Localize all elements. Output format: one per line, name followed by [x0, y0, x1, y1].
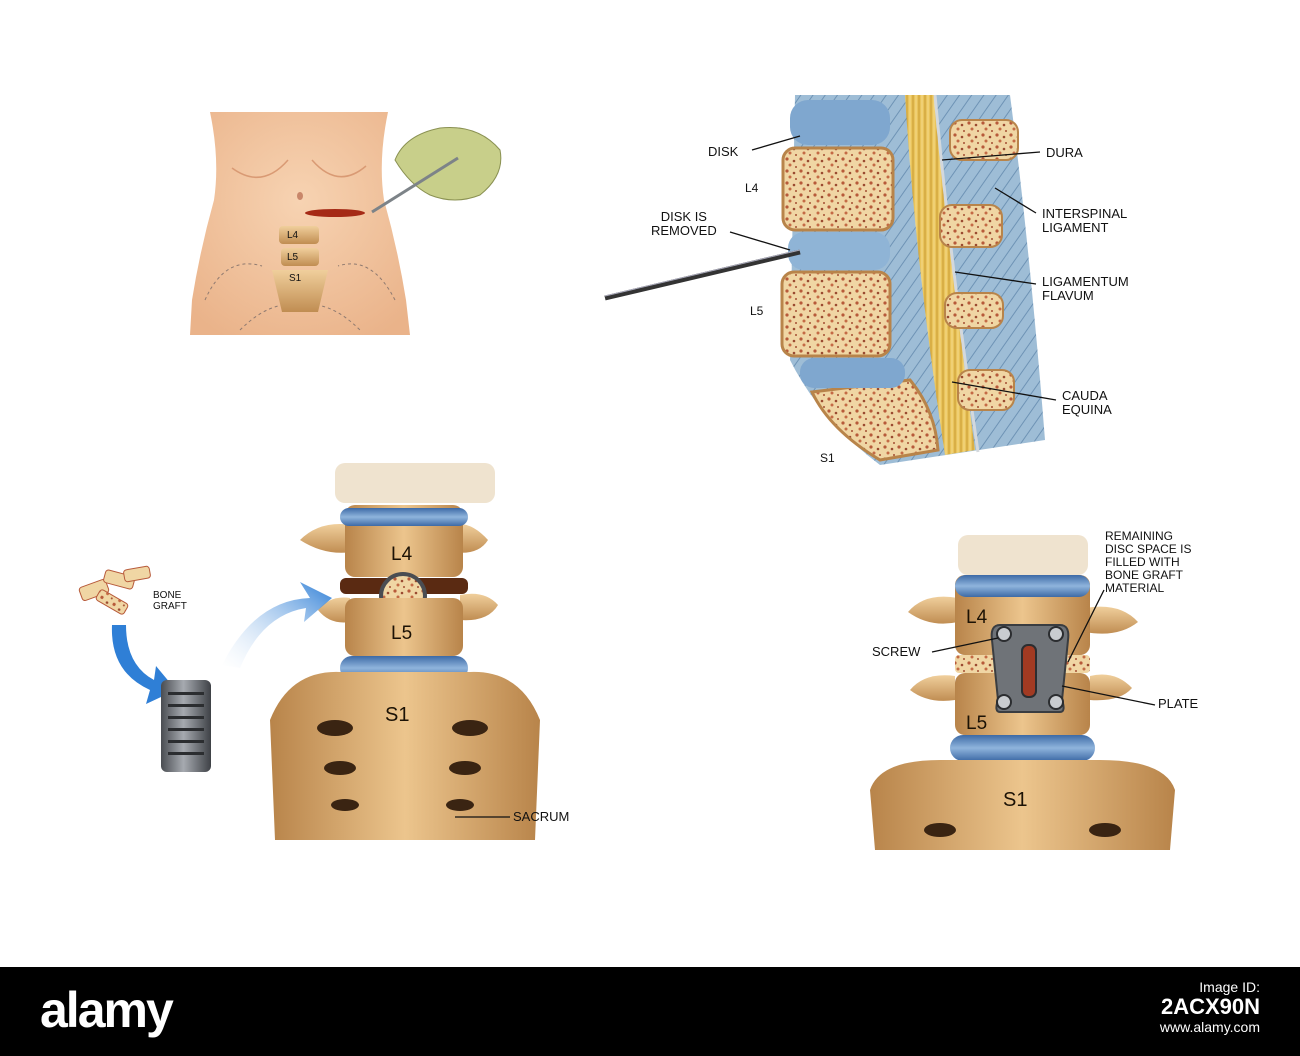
vertebra-l4-small — [279, 226, 319, 244]
lateral-label-l4: L4 — [745, 181, 759, 195]
label-dura: DURA — [1046, 145, 1083, 160]
lateral-label-l5: L5 — [750, 304, 764, 318]
plate-transverse-left-2 — [910, 675, 955, 701]
label-remaining-disc-space: REMAINING DISC SPACE IS FILLED WITH BONE… — [1105, 529, 1192, 595]
incision — [305, 209, 365, 217]
spinous-process-2 — [939, 204, 1003, 248]
cage-implant — [161, 680, 211, 772]
arrow-graft-to-cage — [111, 625, 176, 704]
lateral-label-s1: S1 — [820, 451, 835, 465]
plate-slot — [1021, 644, 1037, 698]
alamy-logo: alamy — [40, 982, 174, 1038]
sacrum-small — [272, 270, 328, 312]
navel — [297, 192, 303, 200]
lateral-disk-bottom — [800, 358, 905, 388]
graft-label-s1: S1 — [385, 704, 410, 726]
lateral-disk-top — [790, 100, 890, 145]
cage-holes — [168, 692, 204, 755]
graft-label-l4: L4 — [391, 544, 413, 565]
watermark-footer: alamy Image ID: 2ACX90N www.alamy.com — [0, 967, 1300, 1056]
panel-lateral — [604, 94, 1057, 465]
plate-screws — [996, 626, 1064, 710]
abdomen-label-s1: S1 — [289, 273, 302, 284]
label-cauda-equina: CAUDA EQUINA — [1062, 388, 1112, 417]
instrument-highlight — [604, 249, 801, 297]
label-plate: PLATE — [1158, 696, 1199, 711]
graft-transverse-process-left-2 — [318, 597, 350, 623]
label-disk: DISK — [708, 144, 739, 159]
label-sacrum: SACRUM — [513, 809, 570, 824]
spinous-process-1 — [949, 119, 1019, 161]
vertebra-l5-small — [281, 248, 319, 266]
lateral-vertebra-l4 — [781, 146, 895, 232]
spinous-process-3 — [944, 292, 1004, 329]
spinous-process-4 — [957, 369, 1015, 411]
plate-disc-upper — [955, 575, 1090, 597]
cauda-equina — [905, 95, 975, 455]
graft-transverse-process-right-2 — [460, 593, 498, 621]
image-id-block: Image ID: 2ACX90N www.alamy.com — [1160, 977, 1260, 1037]
label-interspinal-ligament: INTERSPINAL LIGAMENT — [1042, 206, 1128, 235]
plate-disc-lower — [950, 735, 1095, 761]
image-id: 2ACX90N — [1160, 994, 1260, 1019]
arrow-cage-to-spine — [222, 582, 332, 668]
plate-label-l4: L4 — [966, 607, 988, 628]
lateral-leader-lines — [729, 135, 1057, 401]
graft-label-l5: L5 — [391, 623, 413, 644]
label-screw: SCREW — [872, 644, 921, 659]
lateral-vertebra-l5 — [780, 270, 892, 358]
panel-graft — [78, 463, 540, 840]
plate-label-l5: L5 — [966, 713, 988, 734]
panel-abdomen — [190, 112, 502, 335]
surgical-instrument — [604, 249, 801, 301]
plate-label-s1: S1 — [1003, 789, 1028, 811]
plate-vertebra-above-fade — [958, 535, 1088, 575]
scalpel — [371, 156, 459, 214]
abdomen-label-l5: L5 — [287, 252, 299, 263]
image-id-label: Image ID: — [1199, 979, 1260, 995]
plate-transverse-right-1 — [1085, 606, 1138, 634]
graft-sacrum — [270, 671, 540, 840]
lateral-disk-removed — [788, 232, 890, 270]
graft-disc-upper — [340, 508, 468, 526]
graft-vertebra-l5 — [345, 598, 463, 656]
label-ligamentum-flavum: LIGAMENTUM FLAVUM — [1042, 274, 1129, 303]
site-url: www.alamy.com — [1159, 1019, 1260, 1035]
label-bone-graft: BONE GRAFT — [153, 590, 187, 612]
plate-transverse-left-1 — [908, 596, 958, 624]
lateral-sacrum-top — [809, 378, 940, 462]
label-disk-removed: DISK IS REMOVED — [651, 209, 717, 238]
graft-transverse-process-left-1 — [300, 524, 352, 553]
breast-lines — [231, 159, 367, 179]
plate-sacral-foramina — [924, 823, 1121, 837]
vertebra-above-fade — [335, 463, 495, 503]
plate-leader-lines — [931, 589, 1156, 706]
bone-graft-chips — [78, 565, 151, 615]
illustration-artwork — [78, 94, 1175, 850]
sacral-foramina — [317, 720, 488, 811]
panel-plate — [870, 535, 1175, 850]
torso-skin — [190, 112, 410, 335]
abdomen-label-l4: L4 — [287, 230, 299, 241]
